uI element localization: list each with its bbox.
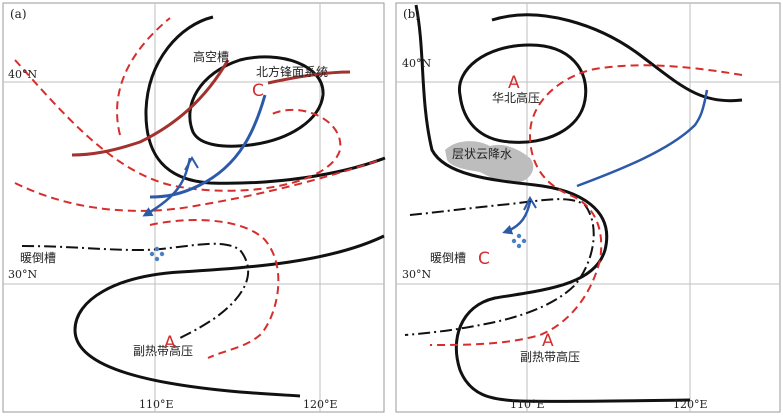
panel-b-anticyclone-north-symbol: A — [508, 73, 520, 93]
panel-a-front-line — [267, 70, 351, 85]
panel-b-frame — [395, 2, 781, 413]
panel-b-lat-30n: 30°N — [402, 268, 431, 281]
panel-b-tag: (b) — [403, 7, 420, 21]
panel-a-anticyclone-symbol: A — [164, 333, 176, 353]
panel-a-contour-low-inner — [188, 55, 325, 148]
panel-a-contour-trough — [144, 15, 386, 185]
panel-a-label-front: 北方锋面系统 — [256, 64, 328, 79]
panel-b-label-stratiform-rain: 层状云降水 — [452, 147, 512, 161]
panel-b: (b) 40°N 30°N 110°E 120°E 华北高压 层状云降水 暖倒槽… — [395, 2, 781, 413]
panel-b-contour-main — [414, 4, 691, 403]
panel-b-label-north-china-high: 华北高压 — [492, 90, 540, 105]
panel-b-contour-high-inner — [457, 43, 588, 144]
panel-a-cyclone-symbol: C — [252, 81, 264, 101]
panel-a-lon-120e: 120°E — [303, 398, 338, 411]
panel-a-lat-40n: 40°N — [8, 68, 37, 81]
panel-a-isotherm-1 — [116, 17, 171, 136]
panel-b-rain-marker — [511, 233, 527, 249]
panel-b-cold-front — [576, 89, 709, 188]
panel-a-warm-trough-axis — [21, 242, 250, 339]
panel-a-lat-30n: 30°N — [8, 268, 37, 281]
panel-a-isotherm-2 — [14, 59, 342, 192]
panel-b-stratiform-cloud — [445, 141, 534, 184]
panel-a-rain-marker — [149, 246, 165, 262]
panel-b-label-subtropical-high: 副热带高压 — [520, 349, 580, 364]
panel-a-label-upper-trough: 高空槽 — [193, 49, 229, 64]
panel-b-lon-110e: 110°E — [510, 398, 545, 411]
panel-a-cold-front — [149, 94, 267, 199]
panel-a-upper-trough-line — [71, 59, 230, 157]
panel-b-flow-arrow — [502, 201, 532, 235]
panel-a-flow-hook — [184, 156, 199, 171]
panel-a-isotherm-3 — [14, 159, 381, 212]
panel-a: (a) 40°N 30°N 110°E 120°E 高空槽 北方锋面系统 暖倒槽… — [2, 2, 386, 413]
panel-a-lon-110e: 110°E — [139, 398, 174, 411]
panel-a-contour-subtropical-high — [73, 234, 385, 398]
panel-b-label-warm-trough: 暖倒槽 — [430, 251, 466, 265]
panel-a-tag: (a) — [10, 7, 27, 21]
panel-b-flow-hook — [523, 195, 537, 211]
panel-b-lon-120e: 120°E — [673, 398, 708, 411]
panel-b-lat-40n: 40°N — [402, 57, 431, 70]
panel-a-label-subtropical-high: 副热带高压 — [133, 343, 193, 358]
panel-b-anticyclone-south-symbol: A — [542, 331, 554, 351]
panel-a-label-warm-trough: 暖倒槽 — [20, 251, 56, 265]
panel-b-cyclone-symbol: C — [478, 249, 490, 269]
